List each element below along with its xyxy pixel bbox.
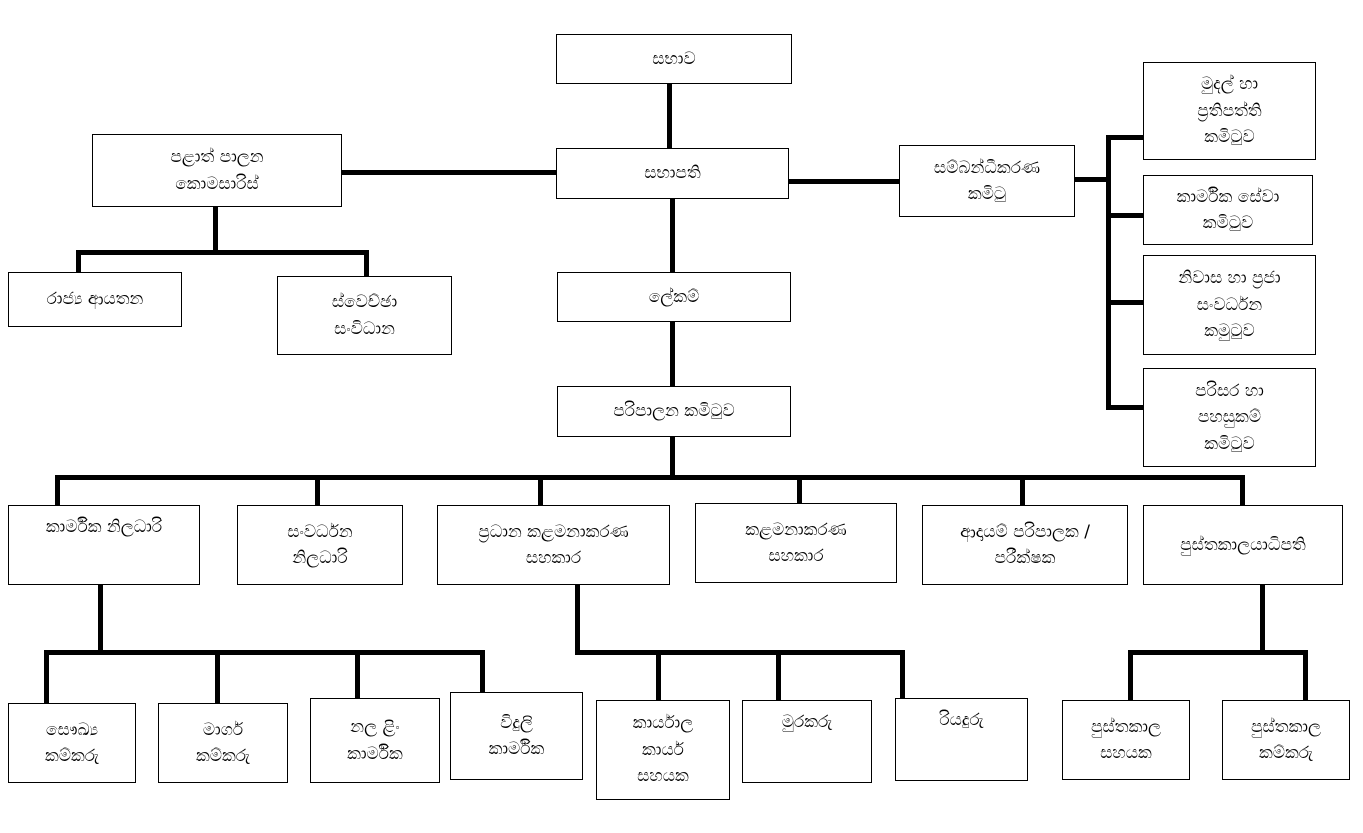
org-node-road-worker: මාර්ග කම්කරු — [158, 703, 288, 783]
org-node-librarian: පුස්තකාලයාධිපති — [1143, 505, 1343, 585]
connector-committee-spine — [1106, 135, 1111, 410]
connector-commissioner-branch — [76, 250, 369, 255]
org-node-road-worker-label: මාර්ග කම්කරු — [195, 719, 251, 766]
connector-stub-environment — [1106, 405, 1143, 410]
org-node-local-gov-commissioner-label: පළාත් පාලන කොමසාරිස් — [170, 147, 264, 194]
connector-stub-finance-policy — [1106, 135, 1143, 140]
connector-librarian-stem — [1260, 585, 1265, 655]
org-node-technical-officer: කාර්මික නිලධාරි — [8, 505, 200, 585]
connector-stub-technical-services — [1106, 213, 1143, 218]
connector-technical-officer-branch — [44, 650, 485, 655]
connector-secretary-admin — [670, 322, 675, 386]
org-node-office-work-assistant-label: කාර්යාල කාර්ය සහයක — [632, 713, 694, 787]
org-node-secretary-label: ලේකම් — [648, 286, 700, 307]
org-node-voluntary-organizations: ස්වෙච්ඡා සංවිධාන — [277, 276, 452, 355]
org-node-state-institutions: රාජ්‍ය ආයතන — [8, 272, 182, 327]
org-node-admin-committee: පරිපාලන කමිටුව — [557, 386, 791, 437]
org-node-state-institutions-label: රාජ්‍ය ආයතන — [46, 289, 144, 310]
org-node-library-assistant: පුස්තකාල සහයක — [1062, 700, 1190, 780]
org-node-watchman: මුරකරු — [742, 700, 872, 783]
connector-coordination-stem — [1075, 177, 1111, 182]
connector-drop-health-worker — [44, 650, 49, 703]
connector-drop-driver — [900, 650, 905, 698]
connector-drop-library-assistant — [1128, 650, 1133, 700]
org-node-environment-facilities-committee: පරිසර හා පහසුකම් කමිටුව — [1143, 368, 1316, 467]
org-node-council: සභාව — [556, 34, 792, 84]
org-node-driver-label: රියදුරු — [939, 710, 984, 730]
connector-admin-branch — [55, 475, 1245, 480]
org-node-housing-community-dev-committee-label: නිවාස හා ප්‍රජා සංවර්ධන කමුටුව — [1178, 268, 1281, 342]
connector-admin-stem — [670, 437, 675, 480]
org-node-development-officer-label: සංවර්ධන නිලධාරි — [287, 521, 353, 568]
connector-drop-watchman — [776, 650, 781, 700]
org-node-coordination-committees: සම්බන්ධීකරණ කමිටු — [899, 145, 1075, 217]
org-node-driver: රියදුරු — [895, 698, 1028, 781]
connector-chairman-secretary — [670, 199, 675, 272]
connector-drop-development-officer — [315, 475, 320, 505]
org-node-development-officer: සංවර්ධන නිලධාරි — [237, 505, 403, 585]
org-node-library-assistant-label: පුස්තකාල සහයක — [1091, 716, 1161, 763]
org-node-council-label: සභාව — [652, 48, 696, 69]
connector-chief-mgmt-stem — [575, 585, 580, 655]
org-node-electrical-technician: විදුලි කාර්මික — [450, 692, 583, 780]
connector-drop-library-worker — [1303, 650, 1308, 700]
org-node-technical-services-committee-label: කාර්මික සේවා කමිටුව — [1176, 186, 1280, 233]
org-node-chairman-label: සභාපති — [644, 163, 701, 184]
org-node-environment-facilities-committee-label: පරිසර හා පහසුකම් කමිටුව — [1195, 380, 1264, 454]
org-node-electrical-technician-label: විදුලි කාර්මික — [488, 712, 545, 759]
org-node-technical-officer-label: කාර්මික නිලධාරි — [45, 517, 163, 537]
org-node-chairman: සභාපති — [556, 148, 789, 199]
connector-council-chairman — [667, 84, 672, 148]
connector-drop-revenue-admin — [1020, 475, 1025, 505]
connector-drop-office-assistant — [656, 650, 661, 700]
org-node-voluntary-organizations-label: ස්වෙච්ඡා සංවිධාන — [331, 292, 398, 339]
org-node-management-assistant-label: කළමනාකරණ සහකාර — [745, 519, 847, 566]
org-node-coordination-committees-label: සම්බන්ධීකරණ කමිටු — [933, 157, 1041, 204]
org-node-office-work-assistant: කාර්යාල කාර්ය සහයක — [596, 700, 730, 800]
connector-commissioner-stem — [213, 207, 218, 255]
org-node-local-gov-commissioner: පළාත් පාලන කොමසාරිස් — [92, 134, 342, 207]
org-node-revenue-admin-inspector-label: ආදායම් පරිපාලක / පරීක්ෂක — [960, 521, 1090, 568]
connector-drop-chief-mgmt-assistant — [538, 475, 543, 505]
org-node-tube-well-technician-label: නල ළිං කාර්මික — [347, 717, 403, 764]
connector-stub-housing-community — [1106, 300, 1143, 305]
connector-drop-state-institutions — [76, 250, 81, 274]
org-node-secretary: ලේකම් — [557, 272, 791, 322]
org-node-library-worker-label: පුස්තකාල කම්කරු — [1251, 716, 1321, 763]
org-node-health-worker: සෞඛ්‍ය කම්කරු — [8, 703, 136, 783]
org-node-librarian-label: පුස්තකාලයාධිපති — [1180, 534, 1306, 555]
org-node-revenue-admin-inspector: ආදායම් පරිපාලක / පරීක්ෂක — [922, 505, 1128, 585]
connector-technical-officer-stem — [98, 585, 103, 655]
org-node-admin-committee-label: පරිපාලන කමිටුව — [613, 401, 735, 422]
connector-drop-electrical — [480, 650, 485, 692]
org-node-chief-management-assistant: ප්‍රධාන කළමනාකරණ සහකාර — [437, 505, 670, 585]
connector-drop-librarian — [1240, 475, 1245, 505]
org-node-finance-policy-committee: මුදල් හා ප්‍රතිපත්ති කමිටුව — [1143, 62, 1316, 160]
org-node-technical-services-committee: කාර්මික සේවා කමිටුව — [1143, 175, 1313, 245]
connector-chairman-coordination — [788, 179, 899, 184]
org-node-chief-management-assistant-label: ප්‍රධාන කළමනාකරණ සහකාර — [478, 521, 629, 568]
connector-drop-road-worker — [215, 650, 220, 703]
connector-drop-voluntary-orgs — [364, 250, 369, 278]
org-node-library-worker: පුස්තකාල කම්කරු — [1222, 700, 1350, 780]
connector-drop-technical-officer — [55, 475, 60, 505]
connector-chief-mgmt-branch — [575, 650, 905, 655]
org-node-housing-community-dev-committee: නිවාස හා ප්‍රජා සංවර්ධන කමුටුව — [1143, 255, 1316, 355]
org-node-health-worker-label: සෞඛ්‍ය කම්කරු — [44, 719, 100, 766]
org-node-management-assistant: කළමනාකරණ සහකාර — [695, 503, 897, 583]
org-node-tube-well-technician: නල ළිං කාර්මික — [310, 698, 440, 783]
org-node-watchman-label: මුරකරු — [781, 712, 833, 732]
org-node-finance-policy-committee-label: මුදල් හා ප්‍රතිපත්ති කමිටුව — [1197, 74, 1262, 148]
connector-librarian-branch — [1128, 650, 1308, 655]
connector-drop-mgmt-assistant — [797, 475, 802, 503]
connector-chairman-commissioner — [342, 170, 556, 175]
connector-drop-tube-well — [355, 650, 360, 698]
